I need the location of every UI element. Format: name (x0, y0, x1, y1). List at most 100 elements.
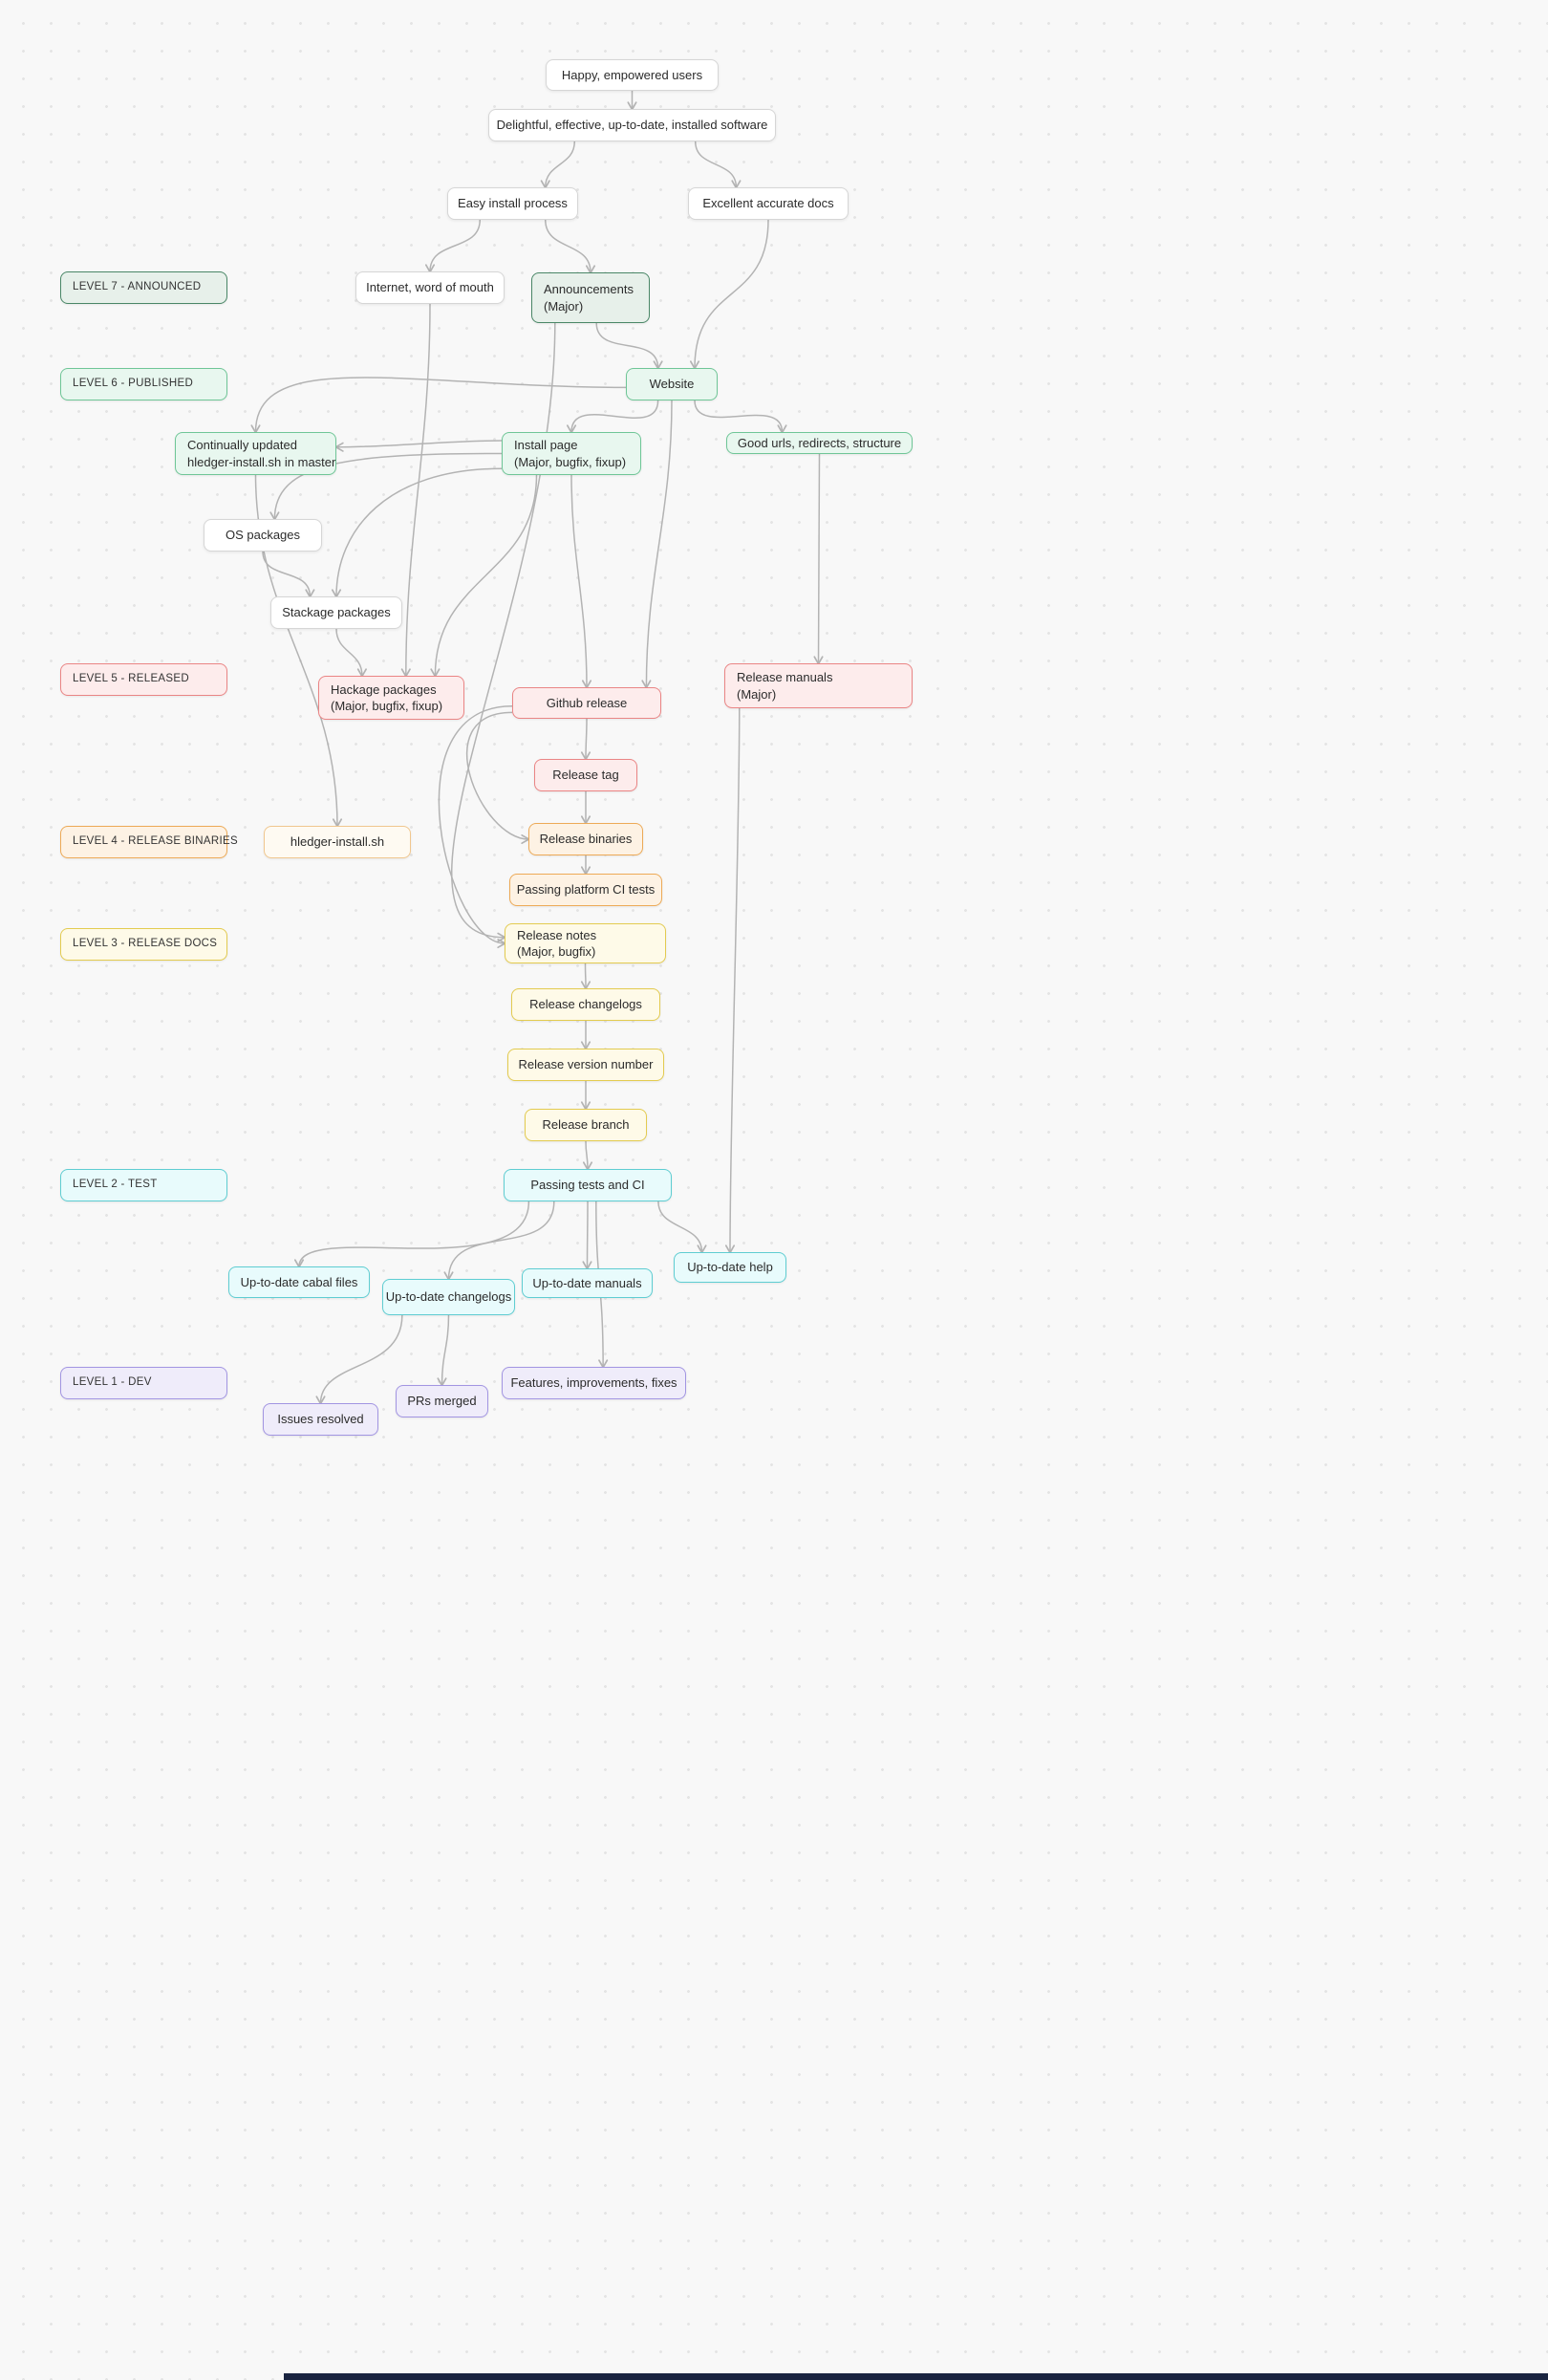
node-label: Delightful, effective, up-to-date, insta… (496, 118, 768, 133)
edge-install-page-to-continually (334, 440, 503, 452)
node-label: Release changelogs (529, 997, 642, 1012)
edge-install-page-to-hackage (430, 474, 538, 678)
node-passing-platform: Passing platform CI tests (509, 874, 662, 906)
node-label: Release binaries (539, 832, 633, 847)
node-label: Passing platform CI tests (516, 882, 656, 898)
node-label: Release manuals(Major) (737, 670, 833, 702)
edge-release-manuals-to-help (724, 707, 741, 1254)
edge-github-release-to-release-notes (438, 705, 513, 949)
node-features: Features, improvements, fixes (502, 1367, 686, 1399)
edge-internet-to-hackage (400, 303, 431, 678)
edge-passing-tests-to-cabal-files (293, 1201, 530, 1268)
node-label: LEVEL 1 - DEV (73, 1376, 152, 1389)
node-easy-install: Easy install process (447, 187, 578, 220)
edge-stackage-to-hackage (335, 628, 367, 678)
node-level6: LEVEL 6 - PUBLISHED (60, 368, 227, 400)
node-stackage: Stackage packages (270, 596, 402, 629)
node-level3: LEVEL 3 - RELEASE DOCS (60, 928, 227, 961)
node-label: LEVEL 7 - ANNOUNCED (73, 281, 202, 293)
edge-install-page-to-stackage (331, 467, 503, 598)
node-level5: LEVEL 5 - RELEASED (60, 663, 227, 696)
node-cabal-files: Up-to-date cabal files (228, 1266, 370, 1298)
node-label: Features, improvements, fixes (510, 1375, 677, 1391)
edge-website-to-continually (250, 377, 627, 434)
node-label: LEVEL 5 - RELEASED (73, 673, 189, 685)
node-delightful: Delightful, effective, up-to-date, insta… (488, 109, 776, 141)
node-label: Install page(Major, bugfix, fixup) (514, 438, 627, 469)
node-level2: LEVEL 2 - TEST (60, 1169, 227, 1201)
node-label: hledger-install.sh (290, 834, 385, 850)
edge-announcements-to-website (595, 322, 663, 370)
edge-passing-tests-to-manuals (582, 1201, 592, 1270)
node-label: Easy install process (458, 196, 568, 211)
node-label: Internet, word of mouth (366, 280, 494, 295)
bottom-edge-bar (284, 2373, 1548, 2380)
node-good-urls: Good urls, redirects, structure (726, 432, 913, 454)
edge-changelogs-to-prs (437, 1314, 450, 1387)
edge-delightful-to-easy-install (540, 141, 576, 189)
node-release-tag: Release tag (534, 759, 637, 791)
edge-github-release-to-release-binaries (466, 711, 530, 845)
node-label: PRs merged (407, 1394, 477, 1409)
edge-website-to-good-urls (694, 400, 787, 434)
edge-os-packages-to-stackage (262, 551, 315, 598)
edge-website-to-github-release (641, 400, 673, 689)
node-issues: Issues resolved (263, 1403, 378, 1436)
node-label: Hackage packages(Major, bugfix, fixup) (331, 682, 443, 713)
node-release-changelogs: Release changelogs (511, 988, 660, 1021)
node-label: Up-to-date changelogs (385, 1289, 512, 1305)
node-hackage: Hackage packages(Major, bugfix, fixup) (318, 676, 464, 720)
node-label: LEVEL 3 - RELEASE DOCS (73, 938, 218, 950)
node-label: Release tag (552, 768, 619, 783)
node-label: LEVEL 4 - RELEASE BINARIES (73, 835, 238, 848)
edge-easy-install-to-announcements (545, 219, 596, 274)
node-label: Good urls, redirects, structure (737, 435, 902, 450)
node-label: Website (649, 377, 695, 392)
node-help: Up-to-date help (674, 1252, 786, 1283)
node-install-page: Install page(Major, bugfix, fixup) (502, 432, 641, 475)
edge-good-urls-to-release-manuals (813, 453, 824, 665)
edge-release-notes-to-release-changelogs (580, 963, 591, 990)
node-prs: PRs merged (396, 1385, 488, 1417)
node-label: Release branch (542, 1117, 630, 1133)
node-internet: Internet, word of mouth (355, 271, 505, 304)
edge-passing-tests-to-help (657, 1201, 707, 1254)
node-github-release: Github release (512, 687, 661, 719)
node-label: Release version number (518, 1057, 654, 1072)
node-level7: LEVEL 7 - ANNOUNCED (60, 271, 227, 304)
node-announcements: Announcements(Major) (531, 272, 650, 323)
node-release-version: Release version number (507, 1049, 664, 1081)
node-os-packages: OS packages (204, 519, 322, 552)
edge-install-page-to-github-release (570, 474, 592, 689)
node-excellent-docs: Excellent accurate docs (688, 187, 849, 220)
node-release-notes: Release notes(Major, bugfix) (505, 923, 666, 963)
node-label: Github release (546, 695, 628, 710)
node-website: Website (626, 368, 718, 400)
node-happy: Happy, empowered users (546, 59, 719, 91)
node-release-branch: Release branch (525, 1109, 647, 1141)
edge-passing-tests-to-changelogs (443, 1201, 555, 1281)
node-passing-tests: Passing tests and CI (504, 1169, 672, 1201)
node-label: Excellent accurate docs (702, 196, 834, 211)
node-label: Up-to-date manuals (532, 1275, 642, 1290)
node-manuals: Up-to-date manuals (522, 1268, 653, 1298)
node-level1: LEVEL 1 - DEV (60, 1367, 227, 1399)
node-release-binaries: Release binaries (528, 823, 643, 855)
node-label: LEVEL 2 - TEST (73, 1179, 158, 1191)
node-level4: LEVEL 4 - RELEASE BINARIES (60, 826, 238, 858)
node-label: Release notes(Major, bugfix) (517, 927, 597, 959)
node-label: Happy, empowered users (561, 67, 703, 82)
edge-github-release-to-release-tag (580, 718, 591, 761)
node-release-manuals: Release manuals(Major) (724, 663, 913, 708)
node-label: Passing tests and CI (530, 1178, 645, 1193)
edge-release-branch-to-passing-tests (582, 1140, 593, 1171)
node-label: OS packages (225, 528, 301, 543)
edge-changelogs-to-issues (315, 1314, 403, 1405)
edge-easy-install-to-internet (424, 219, 481, 273)
node-label: Up-to-date help (687, 1260, 773, 1275)
node-changelogs: Up-to-date changelogs (382, 1279, 515, 1315)
